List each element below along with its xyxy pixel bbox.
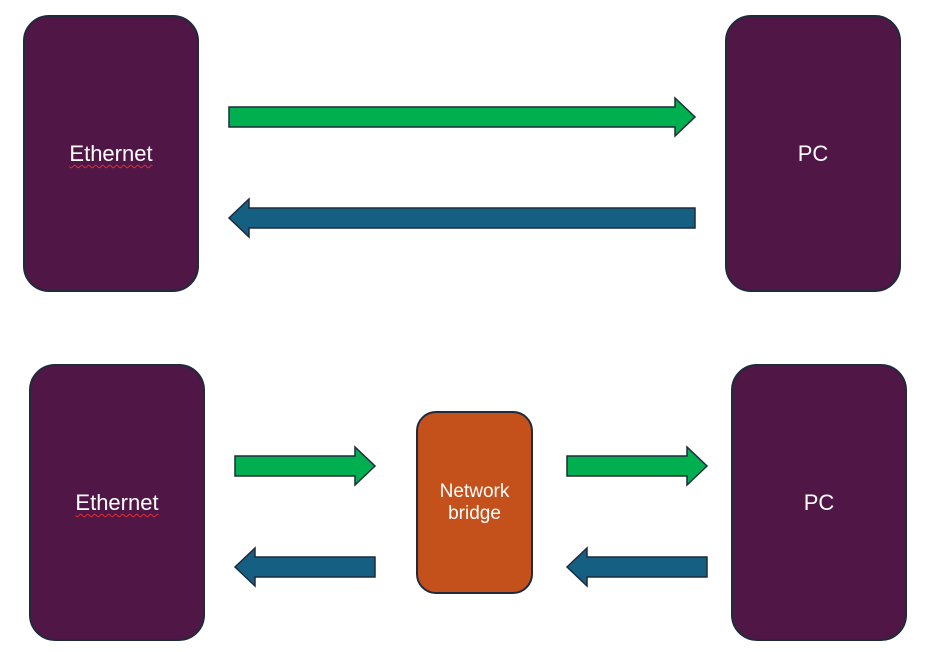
ethernet-label: Ethernet [75, 489, 159, 515]
ethernet-box: Ethernet [23, 15, 199, 292]
pc-label: PC [797, 140, 829, 166]
pc-label: PC [803, 489, 835, 515]
forward-arrow [234, 445, 377, 487]
pc-box: PC [731, 364, 907, 641]
network-bridge-text: Network bridge [439, 480, 510, 524]
backward-arrow [565, 546, 708, 588]
ethernet-label: Ethernet [69, 140, 153, 166]
forward-arrow [228, 96, 697, 138]
forward-arrow [566, 445, 709, 487]
network-bridge-box: Network bridge [416, 411, 533, 594]
pc-box: PC [725, 15, 901, 292]
backward-arrow [233, 546, 376, 588]
ethernet-box: Ethernet [29, 364, 205, 641]
network-bridge-label: Network bridge [424, 481, 525, 525]
backward-arrow [227, 197, 696, 239]
